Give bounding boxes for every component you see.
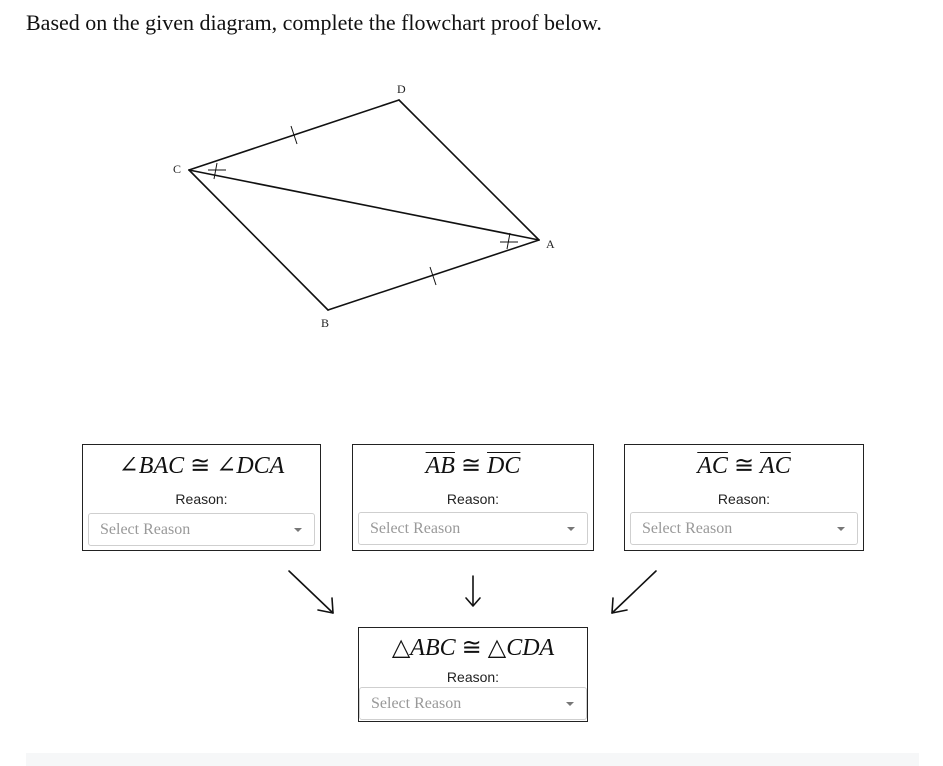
reason-label: Reason: [175, 491, 228, 507]
arrow-down-left-icon [611, 570, 657, 614]
statement-triangle-abc-cda: △ABC ≅ △CDA [391, 635, 555, 661]
segment-ab [327, 239, 540, 311]
arrow-down-right-icon [288, 570, 334, 614]
statement-ab-dc: AB ≅ DC [425, 453, 521, 479]
reason-select-angle[interactable]: Select Reason [88, 513, 315, 546]
segment-bc [188, 169, 329, 311]
caret-down-icon [837, 527, 845, 531]
select-placeholder: Select Reason [100, 521, 191, 538]
caret-down-icon [294, 528, 302, 532]
statement-ac-ac: AC ≅ AC [697, 453, 791, 479]
vertex-label-a: A [546, 237, 555, 251]
proof-box-conclusion: △ABC ≅ △CDA Reason: Select Reason [358, 627, 588, 722]
tick-mark-ab [429, 266, 437, 286]
tick-mark-cd [290, 125, 298, 145]
segment-da [398, 99, 540, 241]
geometry-diagram: D C A B [173, 82, 555, 330]
vertex-label-d: D [397, 82, 406, 96]
reason-label: Reason: [717, 491, 771, 507]
reason-select-sides-ac-ac[interactable]: Select Reason [630, 512, 858, 545]
caret-down-icon [567, 527, 575, 531]
proof-box-sides-ac-ac: AC ≅ AC Reason: Select Reason [624, 444, 864, 551]
statement-angle-bac-dca: ∠BAC ≅ ∠DCA [118, 453, 285, 479]
question-prompt: Based on the given diagram, complete the… [26, 10, 602, 35]
proof-box-sides-ab-dc: AB ≅ DC Reason: Select Reason [352, 444, 594, 551]
reason-label: Reason: [446, 491, 500, 507]
angle-mark-a [506, 232, 511, 250]
segment-ca [188, 169, 540, 241]
select-placeholder: Select Reason [370, 520, 461, 537]
vertex-label-b: B [321, 316, 329, 330]
arrow-down-icon [465, 575, 481, 607]
reason-select-conclusion[interactable]: Select Reason [359, 687, 587, 720]
proof-box-angle: ∠BAC ≅ ∠DCA Reason: Select Reason [82, 444, 321, 551]
reason-label: Reason: [446, 669, 500, 685]
select-placeholder: Select Reason [371, 695, 462, 712]
reason-select-sides-ab-dc[interactable]: Select Reason [358, 512, 588, 545]
footer-bar [26, 753, 919, 766]
select-placeholder: Select Reason [642, 520, 733, 537]
angle-mark-c [213, 162, 218, 180]
caret-down-icon [566, 702, 574, 706]
vertex-label-c: C [173, 162, 181, 176]
